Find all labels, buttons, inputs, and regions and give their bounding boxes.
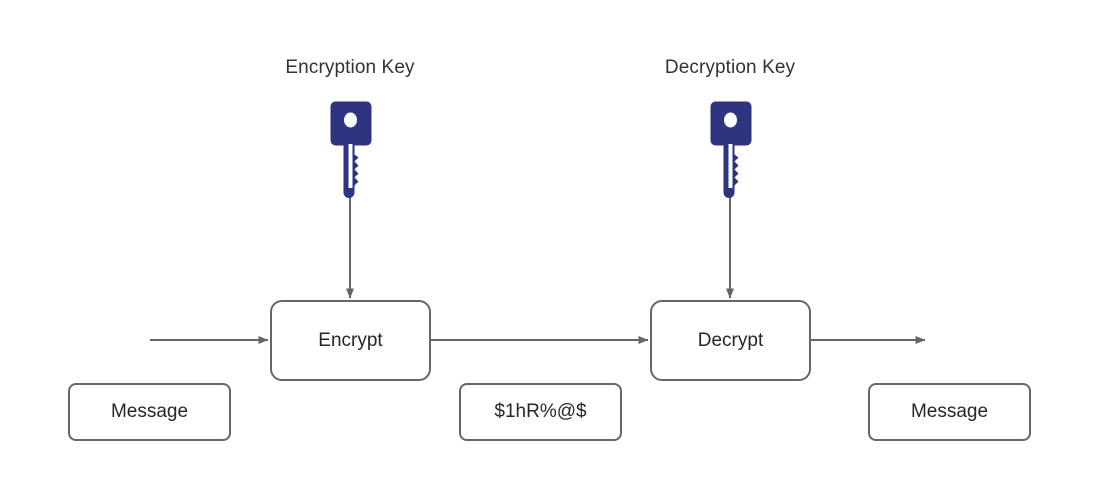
decrypt-label: Decrypt <box>697 329 764 351</box>
plaintext-input-label: Message <box>110 401 189 422</box>
decryption-key-icon <box>710 96 752 205</box>
ciphertext-box[interactable]: $1hR%@$ <box>459 383 622 441</box>
plaintext-input-box[interactable]: Message <box>68 383 231 441</box>
encrypt-label: Encrypt <box>318 329 383 351</box>
ciphertext-label: $1hR%@$ <box>494 401 587 422</box>
decryption-key-label: Decryption Key <box>664 57 796 78</box>
plaintext-output-label: Message <box>910 401 989 422</box>
encryption-key-label: Encryption Key <box>285 57 415 78</box>
plaintext-output-box[interactable]: Message <box>868 383 1031 441</box>
encryption-key-icon <box>330 96 372 205</box>
encrypt-process-box[interactable]: Encrypt <box>270 300 431 381</box>
decrypt-process-box[interactable]: Decrypt <box>650 300 811 381</box>
